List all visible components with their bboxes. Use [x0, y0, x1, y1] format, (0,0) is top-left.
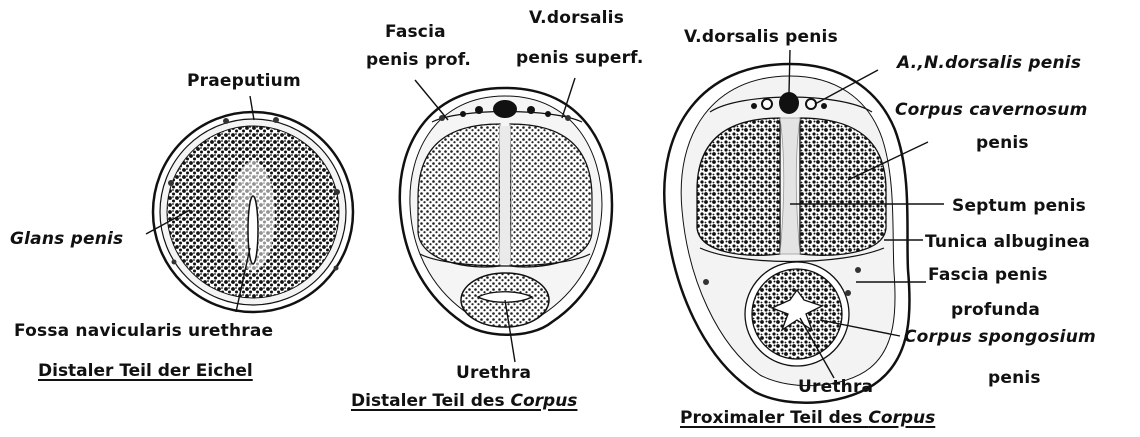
label-corpus-spongiosum-line1: Corpus spongosium [904, 327, 1096, 347]
label-glans-penis: Glans penis [10, 229, 123, 249]
label-a-n-dorsalis: A.,N.dorsalis penis [897, 53, 1081, 73]
label-corpus-cavernosum-line1: Corpus cavernosum [895, 100, 1088, 120]
label-fascia-line2: penis prof. [366, 50, 471, 70]
label-fascia-penis-line1: Fascia penis [928, 265, 1048, 285]
panel-proximal-corpus-drawing [664, 64, 909, 403]
label-fascia-penis-line2: profunda [951, 300, 1040, 320]
label-fossa-navicularis: Fossa navicularis urethrae [14, 321, 273, 341]
label-vdorsalis-superf-line1: V.dorsalis [529, 8, 624, 28]
fossa-navicularis [248, 196, 258, 264]
caption-proximaler-corpus-em: Corpus [868, 408, 935, 428]
v-dorsalis-superf-vessel [493, 100, 517, 118]
caption-proximaler-corpus: Proximaler Teil des Corpus [680, 408, 935, 428]
label-septum-penis: Septum penis [952, 196, 1086, 216]
caption-distaler-corpus: Distaler Teil des Corpus [351, 391, 577, 411]
label-praeputium: Praeputium [187, 71, 301, 91]
panel-distal-corpus-drawing [400, 88, 612, 335]
label-tunica-albuginea: Tunica albuginea [925, 232, 1090, 252]
label-fascia-line1: Fascia [385, 22, 446, 42]
label-corpus-cavernosum-line2: penis [976, 133, 1029, 153]
caption-distaler-corpus-em: Corpus [511, 391, 578, 411]
label-vdorsalis-penis: V.dorsalis penis [684, 27, 838, 47]
label-vdorsalis-superf-line2: penis superf. [516, 48, 644, 68]
v-dorsalis-penis-vessel [779, 92, 799, 114]
label-corpus-spongiosum-line2: penis [988, 368, 1041, 388]
caption-distaler-corpus-main: Distaler Teil des [351, 391, 511, 411]
caption-distaler-eichel: Distaler Teil der Eichel [38, 361, 253, 381]
panel-glans-drawing [153, 112, 353, 312]
caption-proximaler-corpus-main: Proximaler Teil des [680, 408, 868, 428]
label-urethra-proximal: Urethra [798, 377, 873, 397]
label-urethra-distal: Urethra [456, 363, 531, 383]
